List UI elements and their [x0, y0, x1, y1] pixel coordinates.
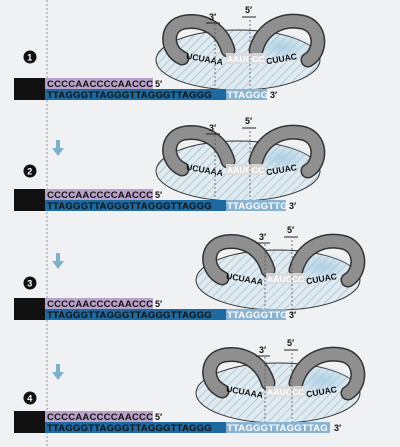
step-number: 3 [27, 279, 32, 289]
down-arrow [52, 253, 64, 269]
down-arrow [52, 364, 64, 380]
g-rich-sequence: TTAGGGTTAGGGTTAGGGTTAGGG [47, 201, 212, 212]
g-rich-3-prime: 3′ [334, 423, 341, 433]
rna-template-highlight [226, 164, 266, 175]
rna-template: AAUCCC [227, 165, 264, 175]
rna-5-prime-label: 5′ [287, 225, 294, 235]
step-number-badge [23, 391, 37, 405]
rna-3-prime-label: 3′ [209, 12, 216, 22]
step-4: UCUAAA AAUCCC CUUAC 3′ 5′ 4 CCCCAACCCCAA… [14, 338, 366, 434]
dna-double-strand-end [14, 411, 46, 433]
step-number-badge [23, 276, 37, 290]
down-arrow [52, 140, 64, 156]
rna-template-loop [250, 15, 324, 66]
dna-double-strand-end [14, 189, 46, 211]
c-rich-strand [45, 78, 153, 89]
c-rich-5-prime: 5′ [155, 79, 162, 89]
rna-template-loop [163, 15, 234, 64]
rna-template-loop [250, 126, 324, 177]
g-rich-strand [45, 200, 226, 211]
g-rich-3-prime: 3′ [289, 310, 296, 320]
c-rich-strand [45, 298, 153, 309]
rna-template-loop [290, 235, 364, 286]
rna-template-loop [203, 235, 274, 284]
new-dna-sequence: TTAGGGTTAGGTTAG [227, 423, 328, 434]
rna-template-highlight [266, 386, 306, 397]
g-rich-strand [45, 89, 226, 100]
new-dna-extension [226, 309, 286, 320]
c-rich-sequence: CCCCAACCCCAACCC [47, 190, 153, 201]
new-dna-sequence: TTAGGGTTG [227, 201, 288, 212]
rna-template-loop [290, 348, 364, 399]
new-dna-extension [226, 422, 330, 433]
dna-double-strand-end [14, 78, 46, 100]
step-2: UCUAAA AAUCCC CUUAC 3′ 5′ 2 CCCCAACCCCAA… [14, 116, 326, 212]
c-rich-5-prime: 5′ [155, 299, 162, 309]
rna-5-prime-label: 5′ [245, 5, 252, 15]
step-number: 4 [27, 394, 32, 404]
g-rich-strand [45, 422, 226, 433]
new-dna-sequence: TTAGGGTTG [227, 310, 288, 321]
g-rich-3-prime: 3′ [289, 201, 296, 211]
g-rich-sequence: TTAGGGTTAGGGTTAGGGTTAGGG [47, 90, 212, 101]
rna-5-prime-label: 5′ [245, 116, 252, 126]
step-number: 2 [27, 167, 32, 177]
rna-3-prime-label: 3′ [259, 345, 266, 355]
c-rich-strand [45, 189, 153, 200]
rna-3-prime-label: 3′ [259, 232, 266, 242]
dna-double-strand-end [14, 298, 46, 320]
rna-template: AAUCCC [227, 54, 264, 64]
new-dna-sequence: TTAGGG [227, 90, 268, 101]
step-1: UCUAAA AAUCCC CUUAC 3′ 5′ 1 CCCCAACCCCAA… [14, 5, 326, 101]
rna-template: AAUCCC [267, 387, 304, 397]
c-rich-strand [45, 411, 153, 422]
rna-5-prime-label: 5′ [287, 338, 294, 348]
c-rich-sequence: CCCCAACCCCAACCC [47, 79, 153, 90]
new-dna-extension [226, 200, 286, 211]
rna-template: AAUCCC [267, 274, 304, 284]
g-rich-strand [45, 309, 226, 320]
step-number: 1 [27, 53, 32, 63]
rna-template-loop [163, 126, 234, 175]
c-rich-5-prime: 5′ [155, 190, 162, 200]
rna-template-highlight [266, 273, 306, 284]
c-rich-sequence: CCCCAACCCCAACCC [47, 412, 153, 423]
rna-template-highlight [226, 53, 266, 64]
rna-3-prime-label: 3′ [209, 123, 216, 133]
new-dna-extension [226, 89, 267, 100]
step-number-badge [23, 164, 37, 178]
c-rich-sequence: CCCCAACCCCAACCC [47, 299, 153, 310]
g-rich-sequence: TTAGGGTTAGGGTTAGGGTTAGGG [47, 423, 212, 434]
step-number-badge [23, 50, 37, 64]
g-rich-3-prime: 3′ [270, 90, 277, 100]
c-rich-5-prime: 5′ [155, 412, 162, 422]
step-3: UCUAAA AAUCCC CUUAC 3′ 5′ 3 CCCCAACCCCAA… [14, 225, 366, 321]
g-rich-sequence: TTAGGGTTAGGGTTAGGGTTAGGG [47, 310, 212, 321]
rna-template-loop [203, 348, 274, 397]
